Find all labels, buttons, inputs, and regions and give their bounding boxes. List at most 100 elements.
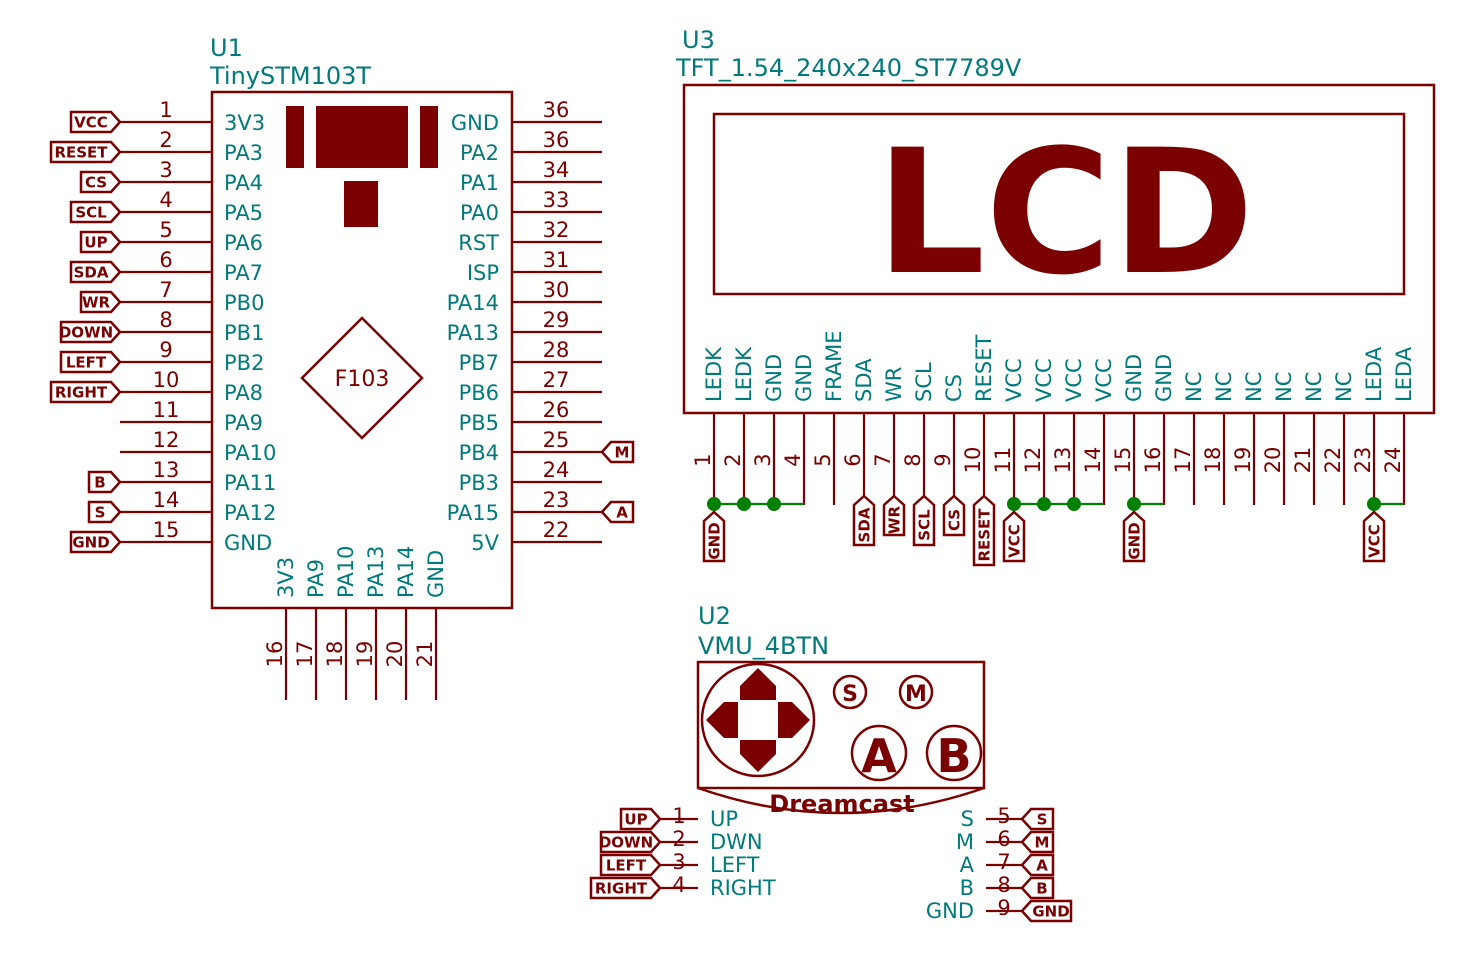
u1-pin-number: 12	[153, 428, 180, 452]
u1-net-label-flag	[600, 440, 635, 464]
u3-pin-name: NC	[1272, 372, 1296, 402]
u3-pin-number: 22	[1321, 447, 1345, 474]
u1-net-label: RESET	[54, 144, 108, 162]
u1-pin-number: 30	[543, 278, 570, 302]
u3-net-label: GND	[1126, 522, 1144, 559]
u3-pin-number: 1	[691, 453, 715, 466]
u1-net-label-flag	[49, 380, 122, 404]
u1-pin-name: ISP	[467, 261, 499, 285]
u3-pin-number: 15	[1111, 447, 1135, 474]
u1-pin-number: 34	[543, 158, 570, 182]
u1-net-label-flag	[59, 320, 122, 344]
u3-pin-name: NC	[1182, 372, 1206, 402]
u2-net-label: LEFT	[606, 857, 647, 875]
u1-pin-name: GND	[451, 111, 499, 135]
u2-pin-number: 3	[672, 850, 685, 874]
u3-symbol: U3 TFT_1.54_240x240_ST7789V LCD 1LEDK2LE…	[675, 26, 1436, 567]
u3-net-label: RESET	[976, 508, 994, 562]
u1-net-label: DOWN	[59, 324, 113, 342]
u1-pin-name: PA10	[224, 441, 276, 465]
u1-pin-name: PB5	[459, 411, 499, 435]
u1-pin-name: PA9	[304, 559, 328, 598]
u3-pin-number: 17	[1171, 447, 1195, 474]
u1-net-label-flag	[79, 170, 122, 194]
u2-pin-number: 6	[997, 827, 1010, 851]
u2-net-label: B	[1036, 880, 1047, 898]
u3-net-label-flag	[882, 494, 906, 537]
u1-pin-number: 33	[543, 188, 570, 212]
u2-net-label: DOWN	[599, 834, 653, 852]
u3-pin-name: WR	[882, 367, 906, 402]
u3-pins: 1LEDK2LEDK3GND4GND5FRAME6SDA7WR8SCL9CS10…	[691, 330, 1416, 505]
u3-pin-name: NC	[1242, 372, 1266, 402]
u1-net-label: SDA	[74, 264, 109, 282]
u3-body	[682, 83, 1436, 415]
u3-pin-number: 21	[1291, 447, 1315, 474]
u1-pin-name: PB4	[459, 441, 499, 465]
u1-pin-name: PA7	[224, 261, 263, 285]
u3-pin-name: VCC	[1092, 358, 1116, 402]
u1-pin-name: GND	[424, 550, 448, 598]
u1-net-label-flag	[69, 110, 122, 134]
u3-pin-number: 8	[901, 453, 925, 466]
u3-pin-number: 10	[961, 447, 985, 474]
u2-button-m-label: M	[905, 682, 927, 707]
u1-pin-number: 18	[323, 641, 347, 668]
u1-body	[210, 90, 514, 610]
u3-wires	[707, 497, 1404, 512]
u3-net-label: WR	[886, 506, 904, 535]
u1-pin-number: 23	[543, 488, 570, 512]
u2-net-label-flag	[589, 876, 662, 900]
u1-pin-name: RST	[458, 231, 499, 255]
u3-pin-name: CS	[942, 374, 966, 402]
u3-net-label-flag	[972, 494, 996, 567]
u1-pin-name: PA9	[224, 411, 263, 435]
u3-pin-name: NC	[1332, 372, 1356, 402]
u1-pin-name: PA13	[364, 546, 388, 598]
u2-net-label: A	[1036, 857, 1048, 875]
u2-net-label-flag	[1020, 876, 1055, 900]
u3-pin-name: LEDK	[732, 346, 756, 402]
u1-net-label: M	[615, 444, 630, 462]
u1-pin-name: PA12	[224, 501, 276, 525]
u2-net-label: GND	[1032, 903, 1069, 921]
u2-button-s-icon	[832, 674, 868, 710]
u1-pin-name: 5V	[471, 531, 499, 555]
u2-pin-number: 9	[997, 896, 1010, 920]
u1-pin-name: PA5	[224, 201, 263, 225]
u1-pin-number: 3	[159, 158, 172, 182]
u3-pin-name: SDA	[852, 358, 876, 402]
u1-pin-name: PA3	[224, 141, 263, 165]
u1-net-label-flag	[87, 470, 122, 494]
u2-pin-number: 7	[997, 850, 1010, 874]
u2-pin-number: 5	[997, 804, 1010, 828]
u1-pin-number: 11	[153, 398, 180, 422]
u1-pin-number: 5	[159, 218, 172, 242]
u3-pin-name: VCC	[1032, 358, 1056, 402]
u3-pin-name: GND	[1122, 354, 1146, 402]
u3-pin-number: 16	[1141, 447, 1165, 474]
u3-net-label-flag	[852, 494, 876, 547]
u3-pin-number: 18	[1201, 447, 1225, 474]
u2-button-a-label: A	[861, 729, 897, 783]
u2-net-label-flag	[619, 807, 662, 831]
u1-pin-name: PA15	[447, 501, 499, 525]
u1-net-label: UP	[84, 234, 107, 252]
u3-pin-name: NC	[1302, 372, 1326, 402]
u1-pin-number: 9	[159, 338, 172, 362]
u1-net-label: B	[94, 474, 105, 492]
u3-net-label: CS	[946, 509, 964, 531]
u1-led	[344, 181, 378, 227]
u3-screen-text: LCD	[876, 112, 1255, 313]
u1-pin-name: PA14	[447, 291, 499, 315]
u1-pin-name: PA11	[224, 471, 276, 495]
u1-pin-number: 15	[153, 518, 180, 542]
u3-junction	[1067, 497, 1081, 511]
u3-pin-name: VCC	[1062, 358, 1086, 402]
u1-right-pins: 36GND36PA234PA133PA032RST31ISP30PA1429PA…	[447, 98, 635, 555]
